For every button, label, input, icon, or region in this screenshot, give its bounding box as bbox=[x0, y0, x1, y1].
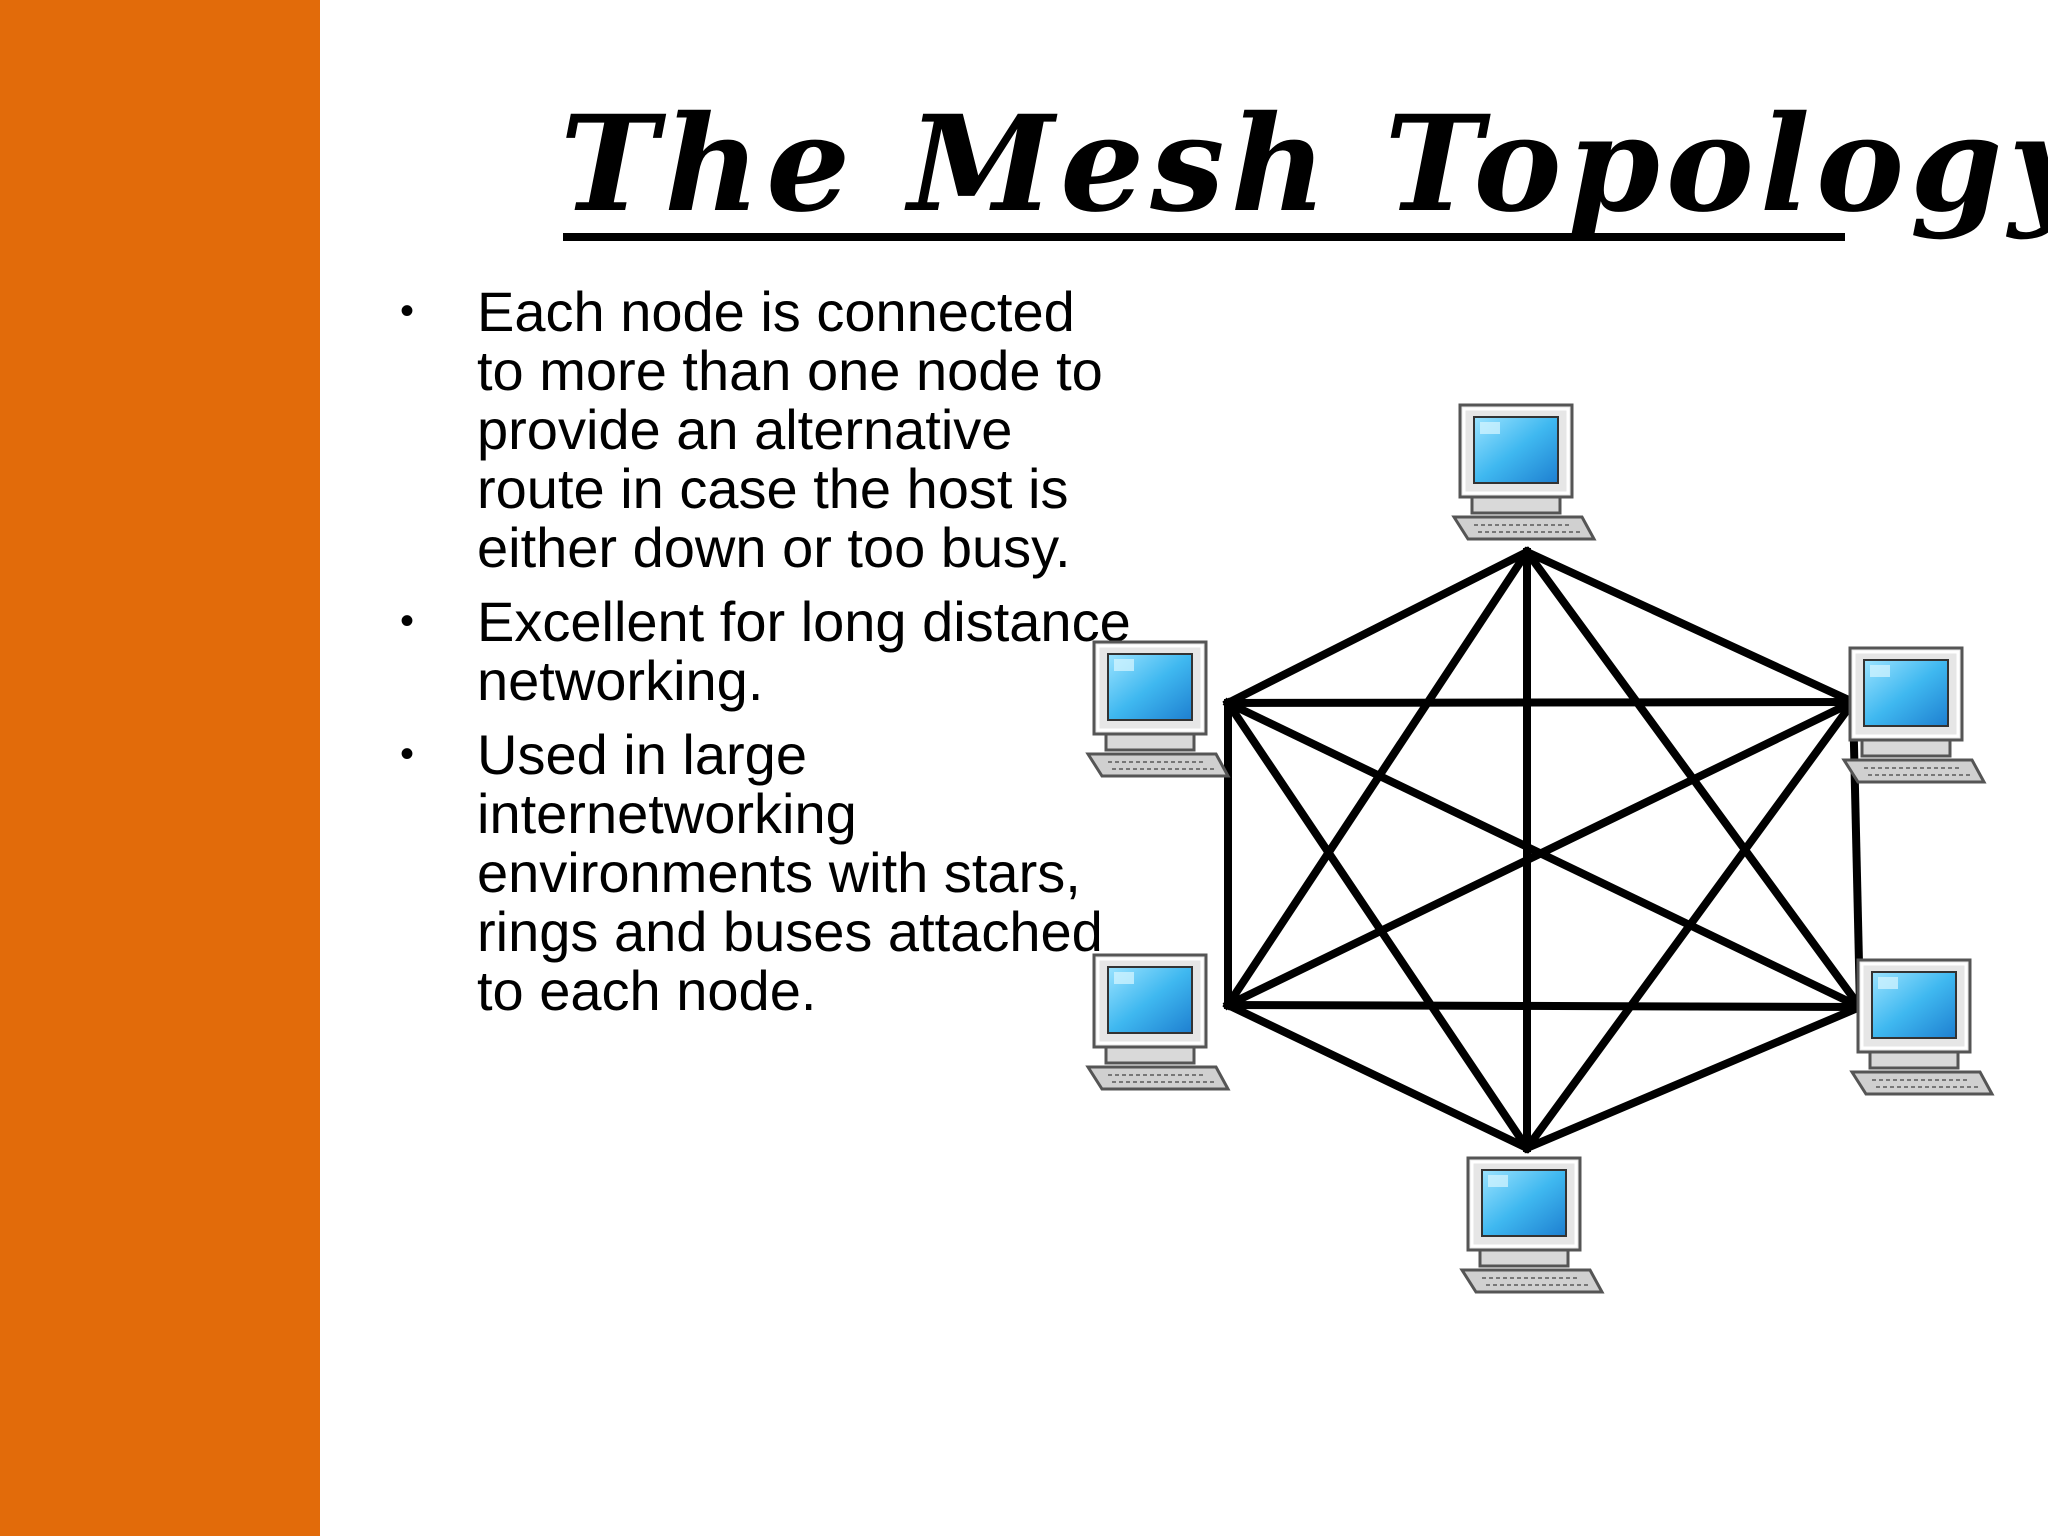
bullet-dot: • bbox=[400, 289, 415, 333]
bullet-item: • Used in large internetworking environm… bbox=[392, 725, 1132, 1020]
computer-icon bbox=[1086, 640, 1230, 778]
title-underline bbox=[563, 233, 1845, 241]
orange-sidebar bbox=[0, 0, 320, 1536]
slide-title: The Mesh Topology bbox=[560, 87, 2048, 242]
bullet-text: Used in large internetworking environmen… bbox=[477, 723, 1103, 1022]
computer-icon bbox=[1850, 958, 1994, 1096]
bullet-item: • Each node is connected to more than on… bbox=[392, 282, 1132, 577]
computer-icon bbox=[1460, 1156, 1604, 1294]
computer-icon bbox=[1842, 646, 1986, 784]
bullet-text: Excellent for long distance networking. bbox=[477, 590, 1131, 712]
bullet-text: Each node is connected to more than one … bbox=[477, 280, 1103, 579]
bullet-item: • Excellent for long distance networking… bbox=[392, 592, 1132, 710]
connection-lines bbox=[1222, 546, 1866, 1154]
bullet-dot: • bbox=[400, 732, 415, 776]
bullet-list: • Each node is connected to more than on… bbox=[392, 282, 1132, 1035]
computer-icon bbox=[1086, 953, 1230, 1091]
computer-icon bbox=[1452, 403, 1596, 541]
mesh-diagram bbox=[1086, 403, 1994, 1294]
bullet-dot: • bbox=[400, 599, 415, 643]
